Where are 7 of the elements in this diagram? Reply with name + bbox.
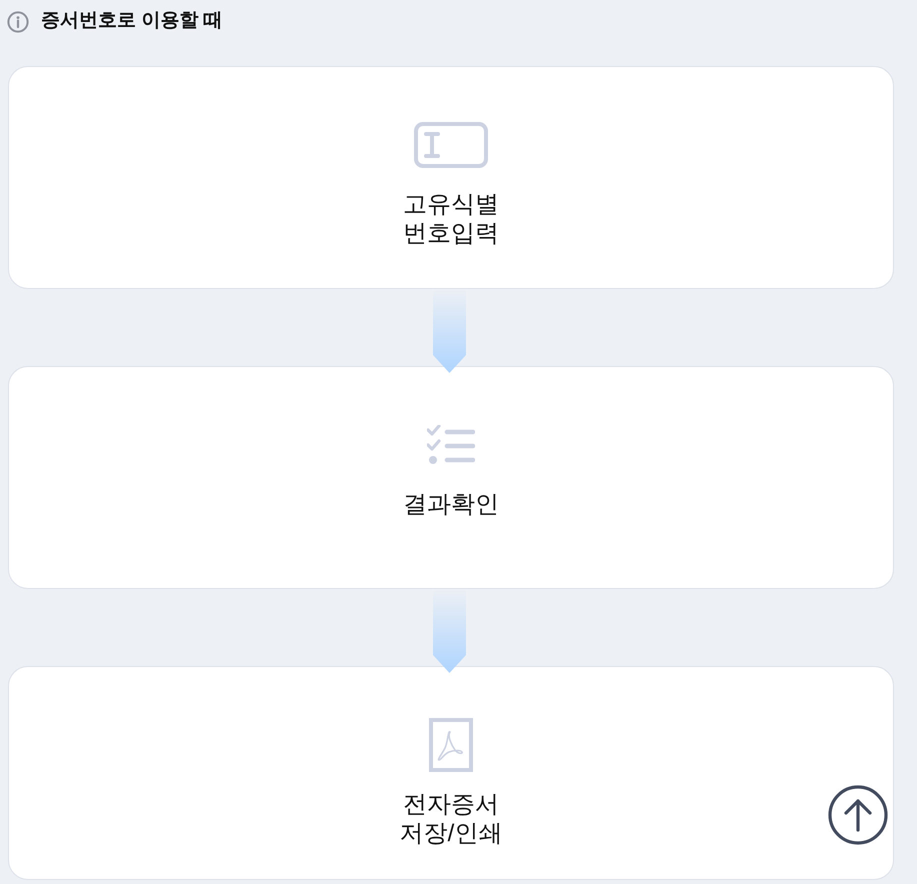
step-card xyxy=(8,66,894,289)
step-label: 전자증서 저장/인쇄 xyxy=(398,790,504,848)
section-title: 증서번호로 이용할 때 xyxy=(41,9,223,33)
step-card xyxy=(8,366,894,589)
step-label: 고유식별 번호입력 xyxy=(402,190,500,248)
step-card xyxy=(8,666,894,880)
step-label: 결과확인 xyxy=(403,490,499,519)
